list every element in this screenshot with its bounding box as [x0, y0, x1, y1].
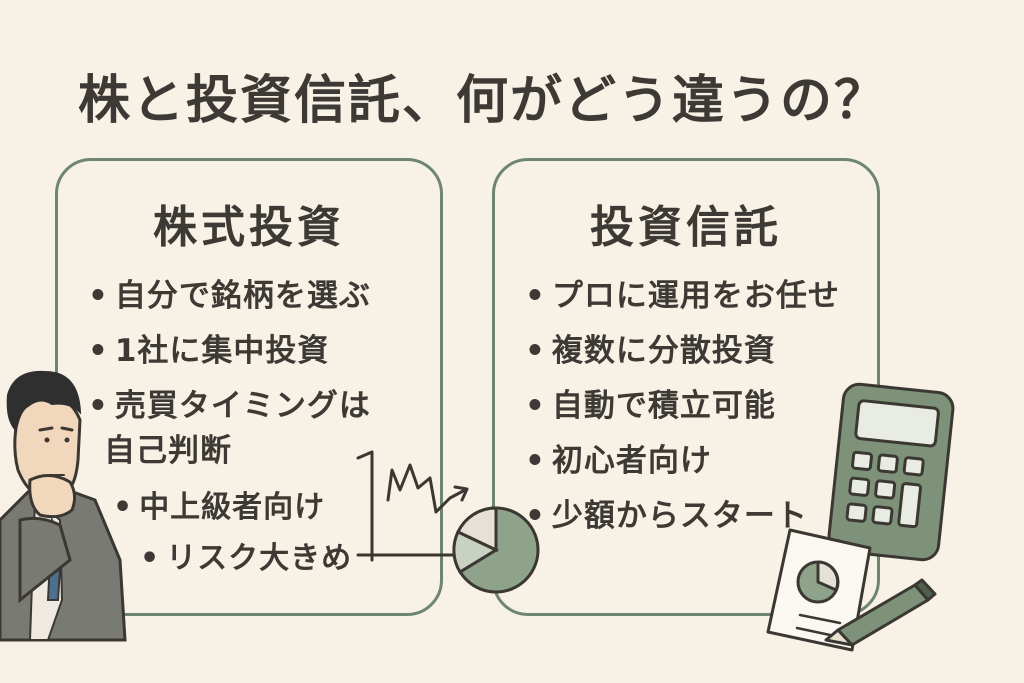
fund-heading: 投資信託: [590, 202, 782, 253]
pie-chart-icon: [452, 506, 540, 594]
fund-item: •複数に分散投資: [525, 333, 776, 369]
pen-icon: [824, 578, 937, 647]
stock-item: •売買タイミングは: [88, 388, 371, 424]
fund-panel: 投資信託: [492, 158, 880, 616]
fund-item: •少額からスタート: [525, 498, 808, 534]
stock-item: •自分で銘柄を選ぶ: [88, 278, 371, 314]
stock-subitem: •中上級者向け: [113, 490, 326, 525]
stock-item-continued: 自己判断: [104, 433, 232, 469]
document-icon: [766, 528, 872, 652]
stock-heading: 株式投資: [153, 202, 345, 253]
fund-item: •初心者向け: [525, 443, 712, 479]
businessman-illustration: [0, 370, 127, 642]
fund-item: •プロに運用をお任せ: [525, 278, 840, 314]
stock-item: •1社に集中投資: [88, 333, 330, 369]
fund-item: •自動で積立可能: [525, 388, 776, 424]
stock-subitem: •リスク大きめ: [140, 541, 353, 576]
calculator-icon: [827, 382, 955, 562]
line-chart-icon: [356, 450, 469, 562]
page-title: 株と投資信託、何がどう違うの？: [78, 71, 889, 131]
